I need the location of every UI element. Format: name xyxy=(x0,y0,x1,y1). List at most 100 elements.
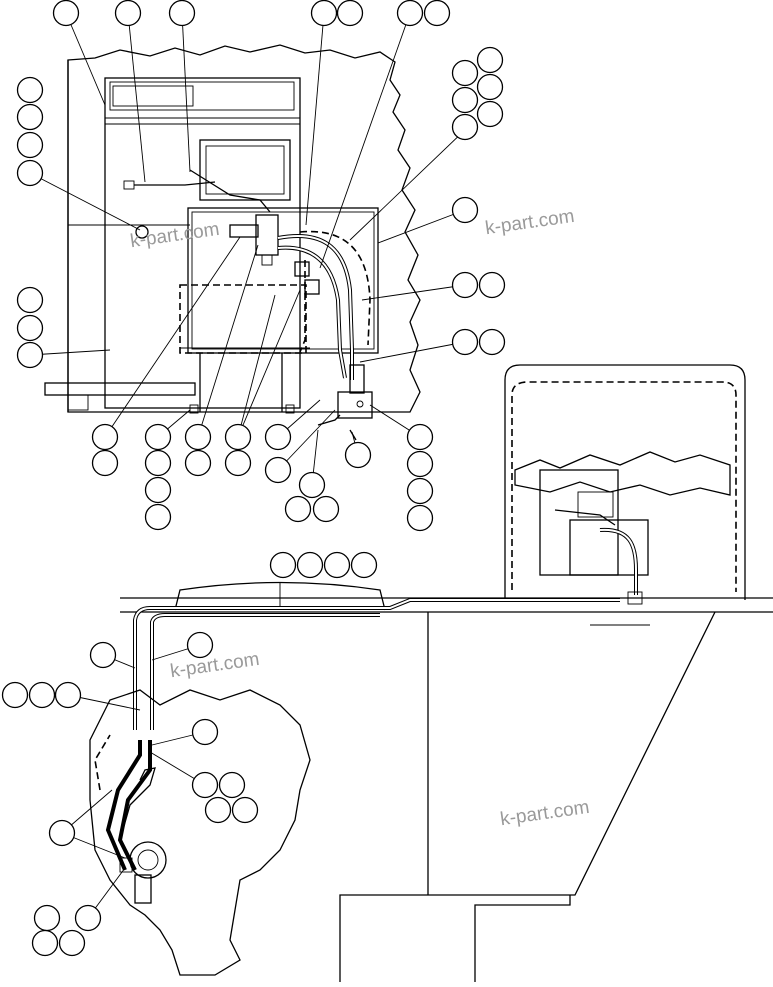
callout-bubble xyxy=(52,0,80,27)
callout-bubble xyxy=(476,73,504,101)
cab-overview xyxy=(504,364,746,605)
engine-outline xyxy=(89,689,311,976)
callout-bubble xyxy=(406,450,434,478)
valve-handle xyxy=(229,224,259,238)
pump xyxy=(129,841,167,879)
callout-bubble xyxy=(144,423,172,451)
callout-bubble xyxy=(54,681,82,709)
callout-bubble xyxy=(451,328,479,356)
hose-hidden-2 xyxy=(299,260,306,353)
pump-inner xyxy=(137,849,159,871)
wire-top xyxy=(189,169,271,213)
callout-bubble xyxy=(48,819,76,847)
mini-panel xyxy=(539,469,619,576)
lower-valve-bolt xyxy=(356,400,364,408)
callout-bubble xyxy=(91,449,119,477)
callout-bubble xyxy=(396,0,424,27)
callout-bubble xyxy=(16,341,44,369)
callout-bubble xyxy=(310,0,338,27)
callout-bubble xyxy=(296,551,324,579)
callout-bubble xyxy=(204,796,232,824)
callout-bubble xyxy=(406,477,434,505)
panel-top-band xyxy=(109,81,295,111)
valve-fitting xyxy=(261,254,273,266)
callout-bubble xyxy=(298,471,326,499)
callout-bubble xyxy=(284,495,312,523)
callout-bubble xyxy=(224,449,252,477)
pipe xyxy=(119,767,156,861)
callout-bubble xyxy=(1,681,29,709)
valve-block xyxy=(255,214,279,256)
frame-slope xyxy=(339,611,716,982)
fitting-a xyxy=(294,261,310,277)
callout-bubble xyxy=(89,641,117,669)
callout-bubble xyxy=(58,929,86,957)
callouts xyxy=(1,0,506,957)
callout-bubble xyxy=(16,131,44,159)
callout-bubble xyxy=(16,286,44,314)
wire-left xyxy=(134,181,216,186)
callout-bubble xyxy=(350,551,378,579)
lower-valve-stem xyxy=(349,364,365,394)
callout-bubble xyxy=(451,271,479,299)
callout-bubble xyxy=(344,441,372,469)
engine-hidden xyxy=(94,734,111,791)
callout-bubble xyxy=(312,495,340,523)
callout-bubble xyxy=(184,423,212,451)
callout-bubble xyxy=(33,904,61,932)
bolt-l xyxy=(189,404,199,414)
callout-bubble xyxy=(478,328,506,356)
callout-bubble xyxy=(191,771,219,799)
callout-bubble xyxy=(144,449,172,477)
lower-valve-body xyxy=(337,391,373,419)
connector-left xyxy=(123,180,135,190)
cab-cut xyxy=(514,451,731,496)
monitor-screen xyxy=(205,145,285,195)
callout-bubble xyxy=(231,796,259,824)
elbow-left xyxy=(317,414,341,426)
callout-bubble xyxy=(28,681,56,709)
callout-bubble xyxy=(144,476,172,504)
callout-bubble xyxy=(451,86,479,114)
fitting-b xyxy=(304,279,320,295)
callout-bubble xyxy=(264,423,292,451)
callout-bubble xyxy=(269,551,297,579)
callout-bubble xyxy=(31,929,59,957)
callout-bubble xyxy=(91,423,119,451)
knob xyxy=(135,225,149,239)
callout-bubble xyxy=(451,196,479,224)
cab-break-outline xyxy=(67,44,421,413)
callout-bubble xyxy=(224,423,252,451)
engine-hose xyxy=(105,740,142,871)
callout-bubble xyxy=(323,551,351,579)
callout-bubble xyxy=(16,159,44,187)
control-panel-frame xyxy=(104,77,301,409)
callout-bubble xyxy=(336,0,364,27)
cab-detail xyxy=(44,44,421,441)
callout-bubble xyxy=(218,771,246,799)
hose-hidden xyxy=(299,230,371,346)
hidden-plate xyxy=(179,284,307,354)
callout-bubble xyxy=(423,0,451,27)
callout-bubble xyxy=(451,113,479,141)
base-rail xyxy=(44,382,196,396)
callout-bubble xyxy=(478,271,506,299)
cab-dashed-outline xyxy=(511,381,737,592)
callout-bubble xyxy=(168,0,196,27)
cab-roof-outline xyxy=(504,364,746,600)
control-box xyxy=(187,207,379,354)
callout-bubble xyxy=(184,449,212,477)
hose-2 xyxy=(277,245,347,379)
mini-box xyxy=(569,519,649,576)
callout-bubble xyxy=(114,0,142,27)
callout-bubble xyxy=(16,314,44,342)
monitor xyxy=(199,139,291,201)
callout-bubble xyxy=(476,100,504,128)
mini-wire xyxy=(554,509,616,526)
callout-bubble xyxy=(191,718,219,746)
callout-bubble xyxy=(451,59,479,87)
frame-and-engine xyxy=(89,581,773,982)
mini-monitor xyxy=(577,491,614,518)
